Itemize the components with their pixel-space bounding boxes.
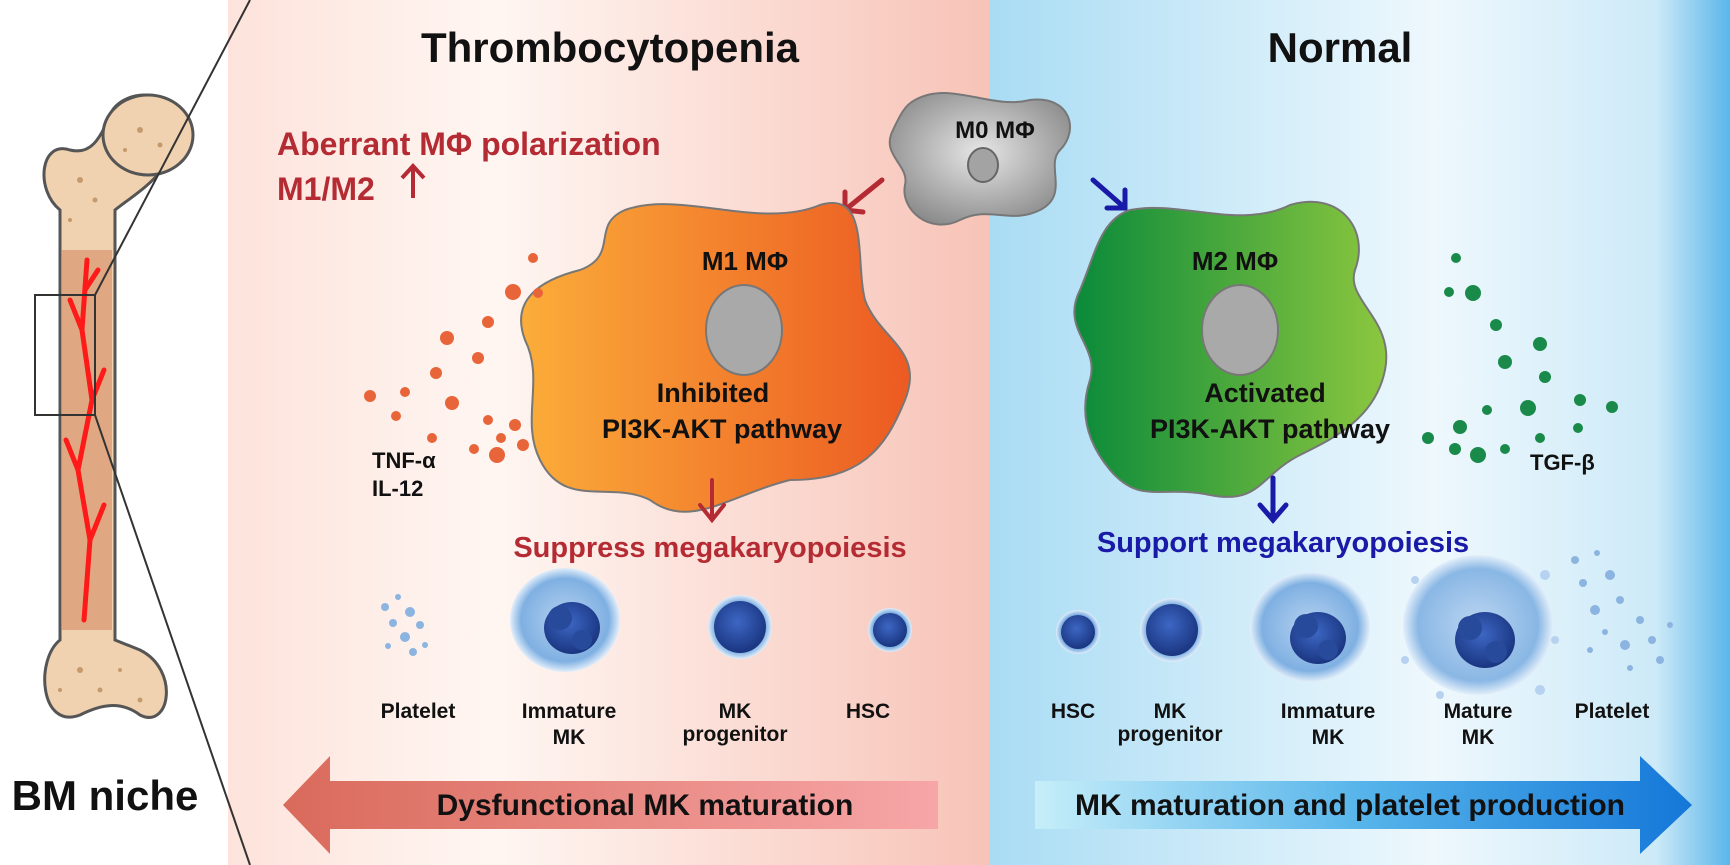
m1-down-arrow-icon: [698, 478, 726, 524]
zoom-line-top: [94, 0, 251, 296]
bm-niche-label: BM niche: [12, 772, 199, 819]
right-arrow-label: MK maturation and platelet production: [1075, 789, 1625, 822]
bone-marrow-vessels: [63, 257, 107, 623]
m2-label: M2 MΦ: [1192, 246, 1278, 276]
left-cell-label-2b: MK: [553, 726, 586, 749]
right-cell-label-1a: HSC: [1051, 700, 1095, 723]
m1-label: M1 MΦ: [702, 246, 788, 276]
right-cell-labels: HSC MK progenitor Immature MK Mature MK …: [1051, 700, 1650, 749]
left-mk-progenitor-icon: [708, 595, 772, 659]
right-cell-label-2a: MK: [1154, 700, 1187, 723]
m2-pathway-line2: PI3K-AKT pathway: [1150, 414, 1390, 444]
m1-cytokines-line2: IL-12: [372, 476, 423, 501]
left-direction-arrow: [283, 756, 938, 854]
m2-down-arrow-icon: [1257, 475, 1289, 524]
right-cell-label-5a: Platelet: [1575, 700, 1650, 723]
bone-illustration: [34, 0, 251, 865]
right-platelet-icon: [1571, 550, 1673, 671]
m1-macrophage: [520, 201, 912, 513]
suppress-label: Suppress megakaryopoiesis: [513, 532, 906, 564]
to-m2-arrow-icon: [1090, 177, 1128, 211]
left-title: Thrombocytopenia: [421, 24, 800, 71]
m2-pathway-line1: Activated: [1204, 378, 1326, 408]
right-direction-arrow: [1035, 756, 1692, 854]
left-cell-labels: Platelet Immature MK MK progenitor HSC: [381, 700, 891, 749]
left-cell-label-4a: HSC: [846, 700, 890, 723]
right-immature-mk-icon: [1250, 572, 1370, 682]
right-mature-mk-icon: [1401, 555, 1559, 699]
right-cell-label-4a: Mature: [1444, 700, 1513, 723]
m2-cytokine-dots: [1422, 253, 1618, 463]
m1-pathway-line1: Inhibited: [657, 378, 769, 408]
zoom-box: [34, 294, 96, 416]
m0-label: M0 MΦ: [955, 117, 1035, 144]
m2-cytokine-label: TGF-β: [1530, 450, 1595, 475]
right-cell-label-3a: Immature: [1281, 700, 1376, 723]
m1-cytokine-dots: [364, 253, 543, 463]
zoom-line-bottom: [94, 414, 251, 865]
m1-cytokines-line1: TNF-α: [372, 448, 436, 473]
right-cell-label-2b: progenitor: [1118, 723, 1223, 746]
right-title: Normal: [1268, 24, 1413, 71]
left-platelet-icon: [381, 594, 428, 656]
left-cell-label-1a: Platelet: [381, 700, 456, 723]
increase-arrow-icon: [400, 163, 426, 198]
left-hsc-icon: [868, 608, 912, 652]
left-immature-mk-icon: [510, 568, 620, 672]
left-cell-label-3b: progenitor: [683, 723, 788, 746]
polarization-label-1: Aberrant MΦ polarization: [277, 126, 661, 162]
right-cell-label-3b: MK: [1312, 726, 1345, 749]
left-cell-label-3a: MK: [719, 700, 752, 723]
m0-macrophage: [888, 91, 1071, 226]
left-arrow-label: Dysfunctional MK maturation: [437, 789, 854, 822]
right-cell-label-4b: MK: [1462, 726, 1495, 749]
left-cell-label-2a: Immature: [522, 700, 617, 723]
m2-macrophage: [1073, 200, 1388, 498]
support-label: Support megakaryopoiesis: [1097, 527, 1469, 559]
right-mk-progenitor-icon: [1140, 598, 1204, 662]
polarization-label-2: M1/M2: [277, 171, 375, 207]
right-hsc-icon: [1056, 610, 1100, 654]
m1-pathway-line2: PI3K-AKT pathway: [602, 414, 842, 444]
